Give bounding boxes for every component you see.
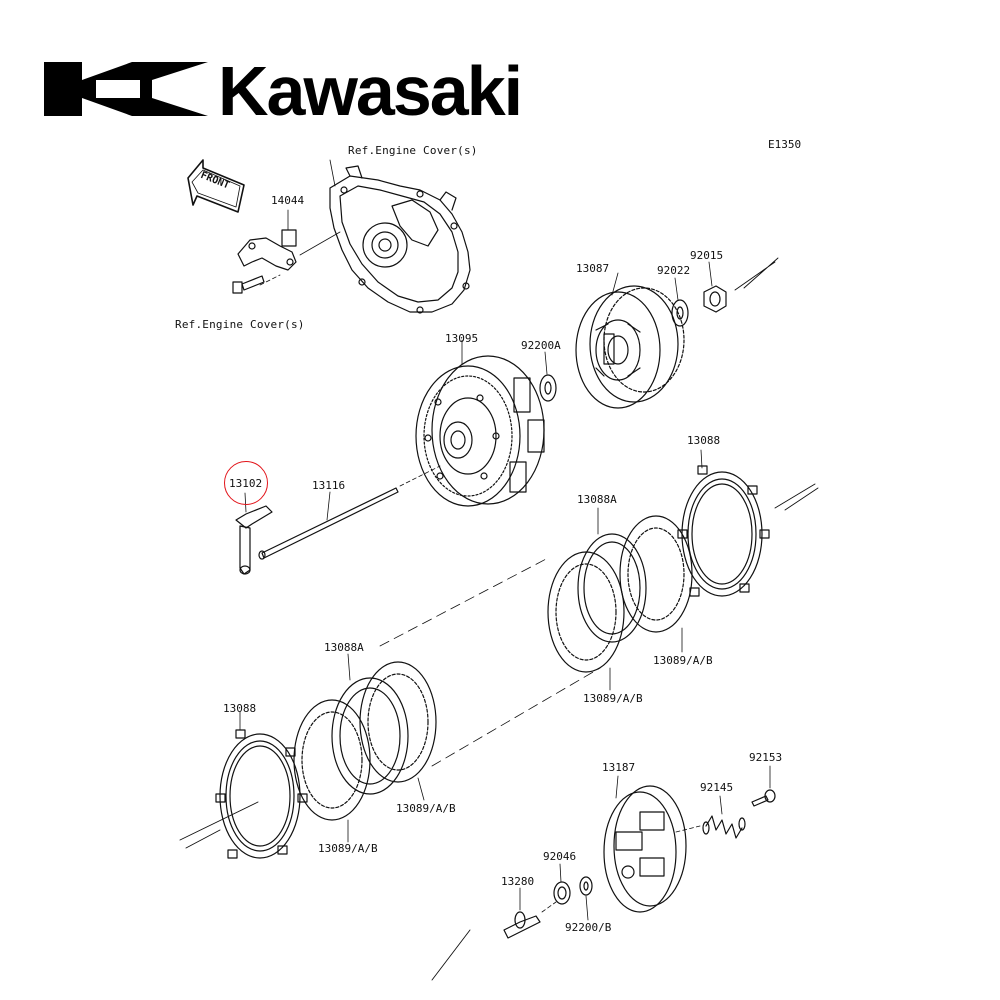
- bearing-92046-part: [553, 881, 571, 905]
- part-label-13095[interactable]: 13095: [445, 332, 479, 345]
- bolt-92153-part: [751, 789, 776, 807]
- friction-plate-13088-bottom-part: [215, 729, 308, 859]
- steel-plate-13089-upper-mid-part: [547, 551, 625, 673]
- diagram-code: E1350: [768, 138, 802, 151]
- brand-name: Kawasaki: [218, 52, 523, 130]
- front-marker-text: FRONT: [199, 170, 231, 191]
- steel-plate-13089-lower-part: [359, 661, 437, 783]
- friction-plate-13088a-bottom-part: [331, 677, 409, 795]
- front-arrow-icon: [187, 159, 245, 213]
- steel-plate-13089-bottom-part: [293, 699, 371, 821]
- release-lever-13102-part: [235, 505, 273, 575]
- clutch-housing-gear-13087-part: [575, 285, 685, 409]
- part-label-92015[interactable]: 92015: [690, 249, 724, 262]
- engine-cover-part: [329, 165, 471, 314]
- part-label-92022[interactable]: 92022: [657, 264, 691, 277]
- part-label-92153[interactable]: 92153: [749, 751, 783, 764]
- part-label-13102[interactable]: 13102: [229, 477, 263, 490]
- clutch-hub-13095-part: [415, 355, 545, 507]
- part-label-13089-right[interactable]: 13089/A/B: [653, 654, 713, 667]
- part-label-14044[interactable]: 14044: [271, 194, 305, 207]
- front-marker: FRONT: [199, 170, 231, 191]
- washer-92200b-part: [579, 876, 593, 896]
- part-label-13280[interactable]: 13280: [501, 875, 535, 888]
- part-label-13088-top[interactable]: 13088: [687, 434, 721, 447]
- part-label-92200a[interactable]: 92200A: [521, 339, 561, 352]
- part-label-92145[interactable]: 92145: [700, 781, 734, 794]
- part-label-13087[interactable]: 13087: [576, 262, 610, 275]
- steel-plate-13089-upper-right-part: [619, 515, 693, 633]
- push-rod-13116-part: [258, 487, 399, 560]
- part-label-13088a-bottom[interactable]: 13088A: [324, 641, 364, 654]
- part-label-92046[interactable]: 92046: [543, 850, 577, 863]
- highlight-circle: [224, 461, 268, 505]
- friction-plate-13088-top-part: [677, 465, 770, 597]
- kawasaki-k-logo-icon: [44, 62, 208, 116]
- part-label-13187[interactable]: 13187: [602, 761, 636, 774]
- part-label-13088a-top[interactable]: 13088A: [577, 493, 617, 506]
- ref-engine-cover-top-label: Ref.Engine Cover(s): [348, 144, 478, 157]
- part-label-13088-bottom[interactable]: 13088: [223, 702, 257, 715]
- part-label-13089-bottom[interactable]: 13089/A/B: [318, 842, 378, 855]
- pusher-13280-part: [503, 911, 541, 939]
- pressure-plate-13187-part: [603, 785, 687, 913]
- washer-92022-part: [671, 299, 689, 327]
- part-label-92200b[interactable]: 92200/B: [565, 921, 612, 934]
- spring-washer-92200a-part: [539, 374, 557, 402]
- nut-92015-part: [703, 285, 727, 313]
- part-label-13089-mid[interactable]: 13089/A/B: [583, 692, 643, 705]
- bracket-14044-part: [237, 229, 297, 271]
- friction-plate-13088a-top-part: [577, 533, 647, 643]
- part-label-13116[interactable]: 13116: [312, 479, 346, 492]
- spring-92145-part: [702, 815, 746, 839]
- part-label-13089-lower[interactable]: 13089/A/B: [396, 802, 456, 815]
- ref-engine-cover-left-label: Ref.Engine Cover(s): [175, 318, 305, 331]
- bolt-part: [232, 275, 265, 294]
